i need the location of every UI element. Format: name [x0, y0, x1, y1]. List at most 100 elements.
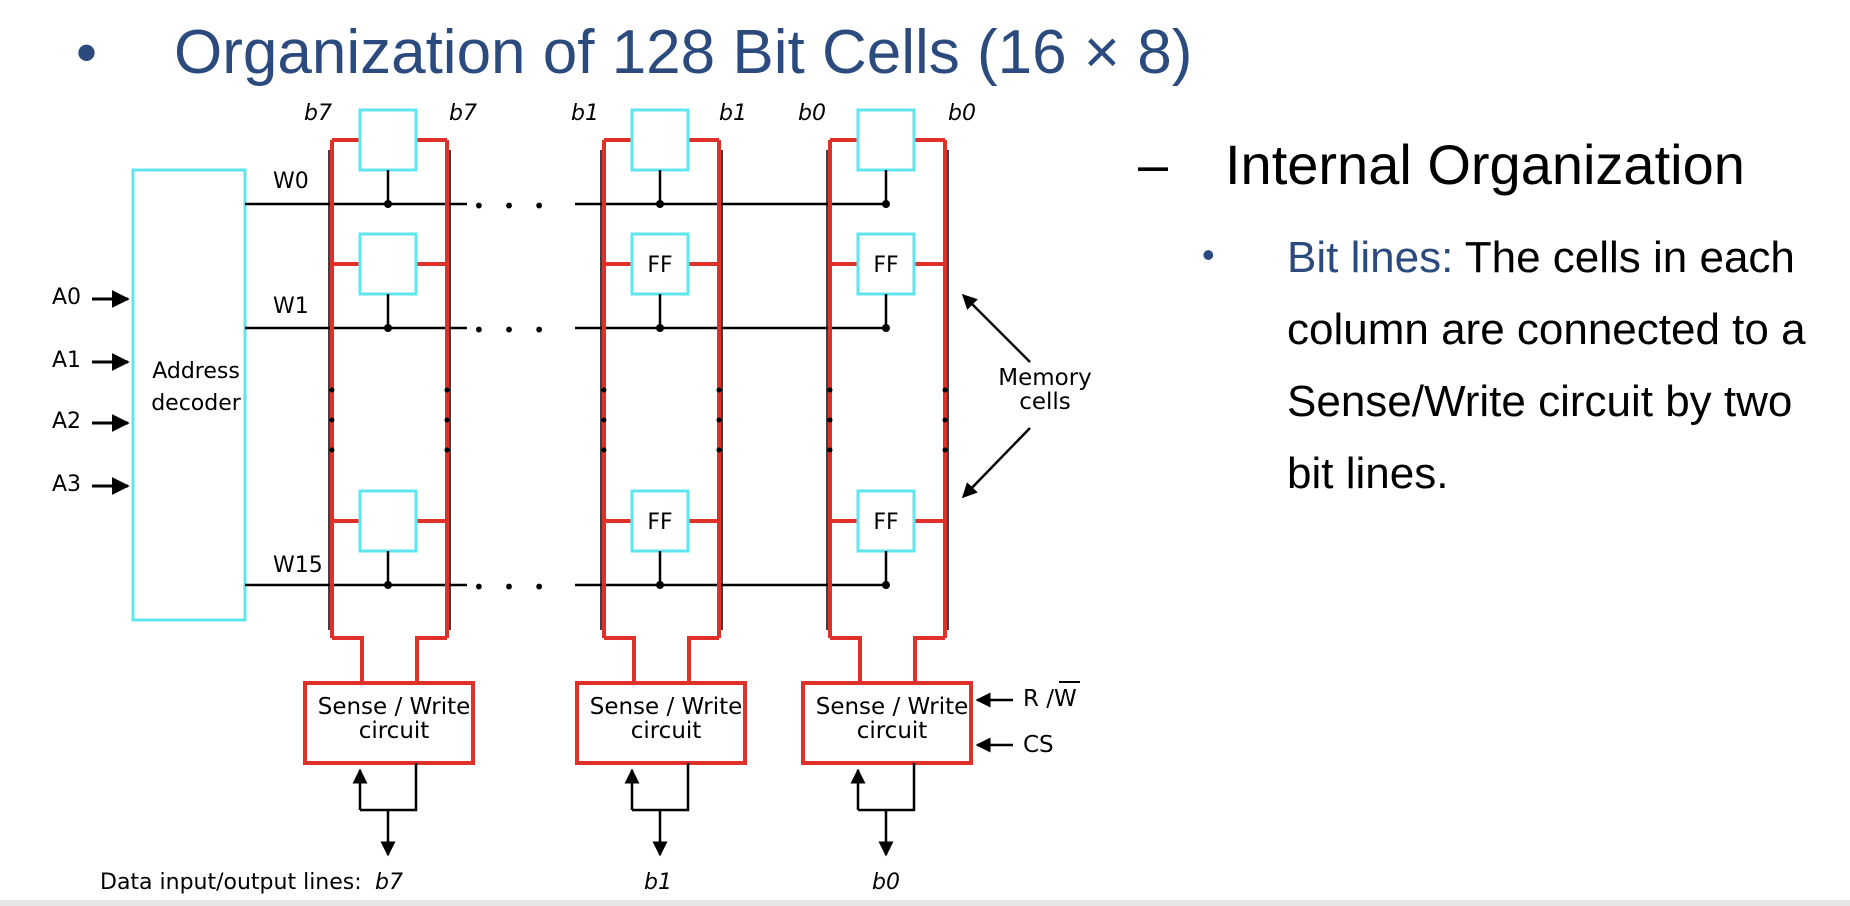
continuation-dot	[827, 417, 833, 423]
junction-dot	[656, 581, 664, 589]
rw-label: R /W	[1023, 686, 1077, 712]
address-decoder-box	[131, 168, 247, 622]
address-inputs: A0 A1 A2 A3	[52, 285, 130, 497]
continuation-dot	[601, 417, 607, 423]
decoder-label-2: decoder	[151, 391, 242, 416]
cs-label: CS	[1023, 732, 1054, 758]
memory-cells-arrow-down	[961, 427, 1031, 499]
bit-lines-text: The cells in each column are connected t…	[1287, 233, 1806, 498]
junction-dot	[656, 200, 664, 208]
bit-label-b1-left: b1	[571, 101, 599, 126]
circuit-label: circuit	[359, 718, 430, 744]
continuation-dot	[716, 387, 722, 393]
bit-line-drop-right	[415, 636, 447, 683]
continuation-dot	[716, 417, 722, 423]
bit-label-b7-right: b7	[449, 101, 477, 126]
continuation-dot	[827, 447, 833, 453]
data-io-label: Data input/output lines:	[100, 870, 362, 895]
junction-dot	[882, 324, 890, 332]
circuit-label: circuit	[857, 718, 928, 744]
word-lines	[245, 202, 889, 587]
subheading: Internal Organization	[1225, 133, 1745, 196]
junction-dot	[384, 200, 392, 208]
sense-write-label: Sense / Write	[318, 694, 471, 720]
circuit-label: circuit	[631, 718, 702, 744]
ellipsis-row-1: • • •	[473, 318, 551, 342]
slide-title: Organization of 128 Bit Cells (16 × 8)	[174, 18, 1193, 87]
junction-dot	[882, 200, 890, 208]
word-line-w1: W1	[273, 294, 309, 319]
continuation-dot	[444, 447, 450, 453]
sense-write-box	[801, 681, 973, 765]
data-loop	[360, 763, 418, 812]
bit-label-b0-right: b0	[948, 101, 976, 126]
title-bullet: •	[76, 19, 98, 86]
memory-cell	[630, 108, 690, 172]
junction-dot	[656, 324, 664, 332]
address-input-a1: A1	[52, 348, 81, 373]
bit-lines-bullet: •	[1202, 234, 1215, 275]
ff-label: FF	[873, 253, 898, 278]
bottom-bar	[0, 900, 1850, 906]
data-loop	[632, 763, 690, 812]
continuation-dot	[444, 387, 450, 393]
memory-cells-arrow-up	[961, 293, 1031, 363]
continuation-dot	[942, 387, 948, 393]
word-line-w15: W15	[273, 553, 323, 578]
memory-cell	[358, 489, 418, 553]
bit-line-drop-right	[913, 636, 945, 683]
decoder-label-1: Address	[152, 359, 240, 384]
bit-line-drop-left	[830, 636, 862, 683]
memory-cells-label-2: cells	[1019, 389, 1071, 415]
continuation-dot	[601, 387, 607, 393]
subheading-dash: –	[1138, 135, 1169, 195]
continuation-dot	[942, 417, 948, 423]
continuation-dot	[716, 447, 722, 453]
junction-dot	[882, 581, 890, 589]
word-line-w0: W0	[273, 169, 309, 194]
memory-cells-label-1: Memory	[998, 365, 1092, 391]
bit-lines-description: Bit lines: The cells in each column are …	[1287, 222, 1847, 510]
continuation-dot	[329, 387, 335, 393]
continuation-dot	[827, 387, 833, 393]
ff-label: FF	[647, 253, 672, 278]
continuation-dot	[329, 417, 335, 423]
memory-cell	[630, 232, 690, 296]
bit-line-drop-left	[604, 636, 636, 683]
bit-label-b1-right: b1	[719, 101, 747, 126]
sense-write-box	[303, 681, 475, 765]
junction-dot	[384, 324, 392, 332]
bit-line-drop-left	[332, 636, 364, 683]
continuation-dot	[601, 447, 607, 453]
ellipsis-row-0: • • •	[473, 194, 551, 218]
continuation-dot	[444, 417, 450, 423]
bit-lines-term: Bit lines:	[1287, 233, 1454, 282]
memory-cell	[358, 108, 418, 172]
bit-line-drop-right	[687, 636, 719, 683]
memory-cell	[856, 232, 916, 296]
address-input-a3: A3	[52, 472, 81, 497]
data-io-b1: b1	[644, 870, 672, 895]
ff-label: FF	[873, 510, 898, 535]
bit-label-b0-left: b0	[798, 101, 826, 126]
memory-organization-diagram: Address decoder A0 A1 A2 A3 W0 W1 W15 • …	[52, 101, 1092, 895]
ellipsis-row-15: • • •	[473, 575, 551, 599]
memory-cell	[358, 232, 418, 296]
ff-label: FF	[647, 510, 672, 535]
continuation-dot	[329, 447, 335, 453]
address-input-a2: A2	[52, 409, 81, 434]
data-io-b7: b7	[375, 870, 403, 895]
data-io-b0: b0	[872, 870, 900, 895]
sense-write-label: Sense / Write	[590, 694, 743, 720]
sense-write-label: Sense / Write	[816, 694, 969, 720]
address-input-a0: A0	[52, 285, 81, 310]
sense-write-box	[575, 681, 747, 765]
memory-cell	[856, 108, 916, 172]
data-loop	[858, 763, 916, 812]
junction-dot	[384, 581, 392, 589]
continuation-dot	[942, 447, 948, 453]
